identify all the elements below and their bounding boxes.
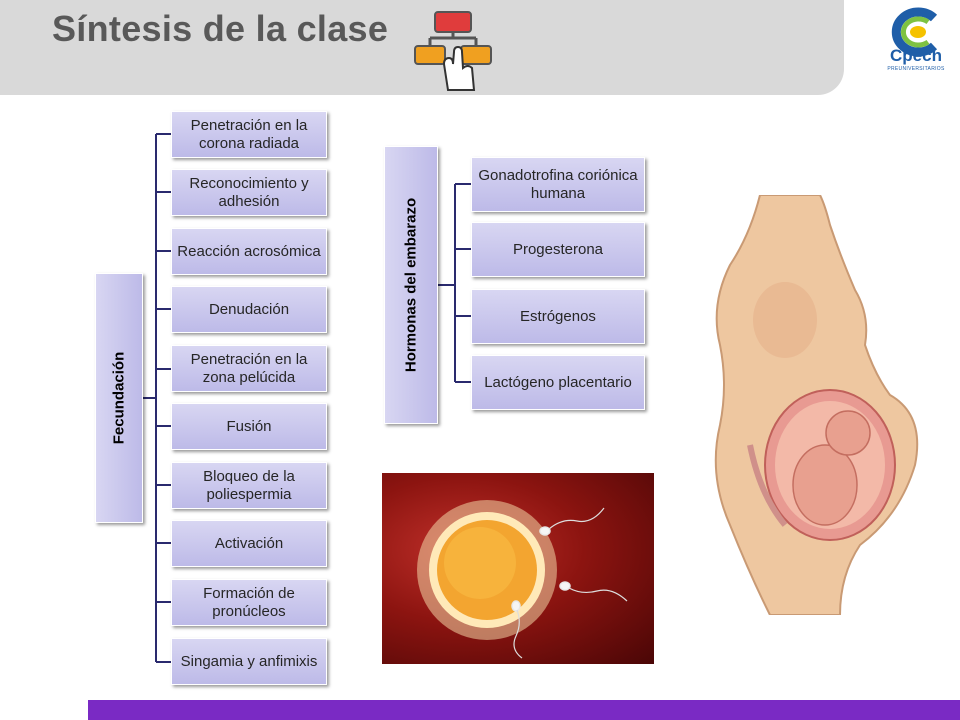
page-title: Síntesis de la clase — [52, 8, 389, 49]
hormona-item: Progesterona — [471, 222, 645, 277]
diagram-hand-icon — [414, 11, 492, 91]
fecundacion-step: Penetración en la corona radiada — [171, 111, 327, 158]
cpech-logo-icon — [891, 7, 938, 57]
hormona-label: Estrógenos — [520, 307, 596, 325]
step-label: Reacción acrosómica — [177, 242, 321, 260]
fecundacion-step: Denudación — [171, 286, 327, 333]
hormona-item: Estrógenos — [471, 289, 645, 344]
step-label: Formación de pronúcleos — [203, 584, 295, 620]
fertilization-image — [382, 473, 654, 664]
pregnant-woman-illustration — [690, 194, 960, 616]
hormona-label: Lactógeno placentario — [484, 373, 632, 391]
hormonas-box: Hormonas del embarazo — [384, 146, 438, 424]
step-label: Fusión — [226, 417, 272, 435]
fecundacion-label: Fecundación — [110, 351, 128, 445]
fecundacion-step: Reconocimiento y adhesión — [171, 169, 327, 216]
step-label: Bloqueo de la poliespermia — [203, 467, 295, 503]
hormona-label: Progesterona — [512, 240, 604, 258]
step-label: Penetración en la zona pelúcida — [190, 350, 308, 386]
fecundacion-box: Fecundación — [95, 273, 143, 523]
fecundacion-step: Bloqueo de la poliespermia — [171, 462, 327, 509]
fecundacion-step: Penetración en la zona pelúcida — [171, 345, 327, 392]
hormona-item: Gonadotrofina coriónica humana — [471, 157, 645, 212]
logo-name: Cpech — [890, 46, 942, 65]
fecundacion-step: Formación de pronúcleos — [171, 579, 327, 626]
hormona-label: Gonadotrofina coriónica humana — [478, 166, 638, 202]
fecundacion-step: Fusión — [171, 403, 327, 450]
step-label: Penetración en la corona radiada — [190, 116, 308, 152]
fecundacion-step: Reacción acrosómica — [171, 228, 327, 275]
hormonas-label: Hormonas del embarazo — [402, 197, 420, 373]
step-label: Singamia y anfimixis — [180, 652, 318, 670]
fecundacion-step: Activación — [171, 520, 327, 567]
logo-tagline: PREUNIVERSITARIOS — [887, 66, 945, 72]
step-label: Reconocimiento y adhesión — [189, 174, 309, 210]
step-label: Denudación — [208, 300, 290, 318]
fecundacion-step: Singamia y anfimixis — [171, 638, 327, 685]
hormona-item: Lactógeno placentario — [471, 355, 645, 410]
footer-accent-bar — [88, 700, 960, 720]
step-label: Activación — [214, 534, 284, 552]
